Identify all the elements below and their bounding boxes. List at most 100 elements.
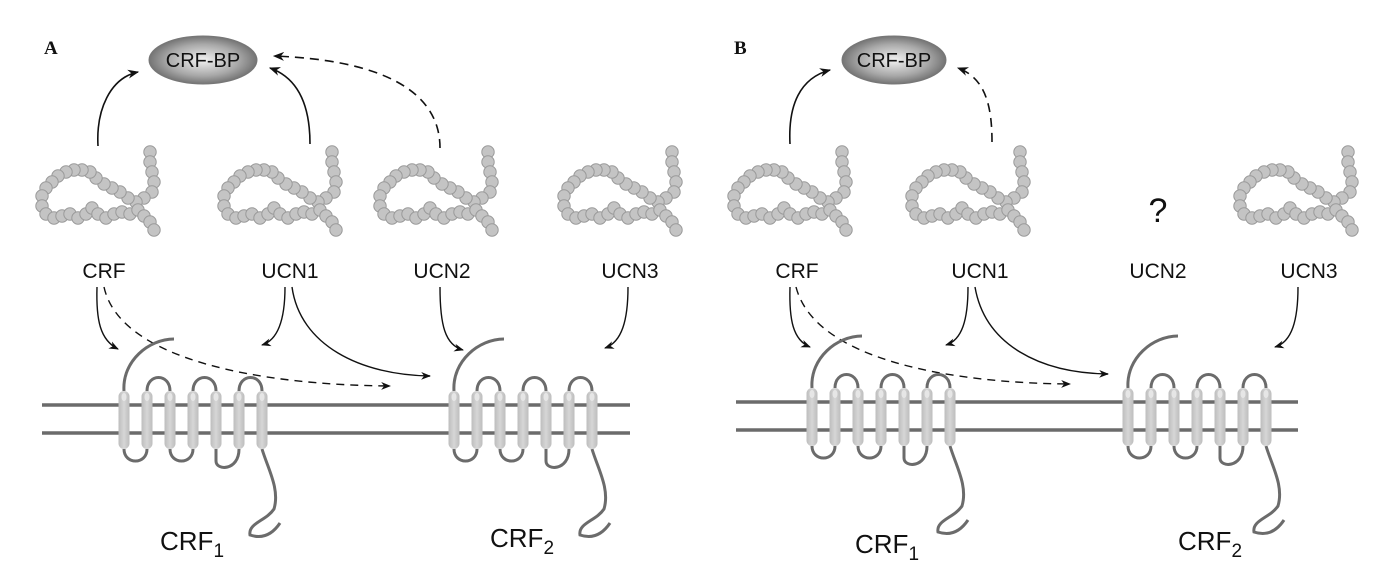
ligand-label-crf: CRF (775, 260, 818, 283)
receptor-loop (1172, 445, 1199, 460)
receptor-loop (1195, 373, 1222, 389)
receptor-loop (1218, 445, 1245, 466)
transmembrane-helix (944, 388, 956, 446)
arrow-ucn1-to-crf1 (945, 286, 969, 347)
receptor-n-terminus (452, 337, 505, 392)
transmembrane-helix (164, 391, 176, 449)
arrow-crf-to-bp (789, 68, 832, 145)
arrow-ucn1-to-bp (268, 67, 311, 145)
peptide-ucn3-a (557, 145, 683, 237)
helix-highlight (1240, 390, 1246, 398)
panel-label-a: A (44, 38, 58, 59)
peptide-bead (1345, 223, 1359, 237)
helix-highlight (832, 390, 838, 398)
ligand-label-ucn2: UCN2 (1129, 260, 1186, 283)
arrow-crf-to-crf1 (96, 286, 119, 350)
receptor-loop (145, 376, 172, 392)
receptor-loop (544, 448, 571, 469)
ligand-label-ucn3: UCN3 (1280, 260, 1337, 283)
arrow-ucn2-to-crf2 (439, 286, 464, 352)
receptor-loop (567, 376, 594, 392)
transmembrane-helix (141, 391, 153, 449)
receptor-loop (475, 376, 502, 392)
receptor-c-terminus (578, 448, 612, 538)
receptor-label-crf1: CRF1 (855, 529, 919, 565)
transmembrane-helix (1168, 388, 1180, 446)
transmembrane-helix (1214, 388, 1226, 446)
receptor-loop (1126, 445, 1153, 460)
receptor-c-terminus (248, 448, 282, 538)
transmembrane-helix (921, 388, 933, 446)
helix-highlight (1263, 390, 1269, 398)
receptor-c-terminus (936, 445, 970, 535)
peptide-bead (147, 223, 161, 237)
receptor-loop (452, 448, 479, 463)
receptor-loop (498, 448, 525, 463)
ligand-label-ucn2: UCN2 (413, 260, 470, 283)
receptor-loop (191, 376, 218, 392)
transmembrane-helix (1260, 388, 1272, 446)
peptide-bead (839, 223, 853, 237)
transmembrane-helix (517, 391, 529, 449)
helix-highlight (451, 393, 457, 401)
transmembrane-helix (187, 391, 199, 449)
arrow-ucn1-to-bp-dashed (956, 67, 993, 143)
helix-highlight (809, 390, 815, 398)
helix-highlight (589, 393, 595, 401)
receptor-label-crf2: CRF2 (1178, 526, 1242, 562)
helix-highlight (1125, 390, 1131, 398)
transmembrane-helix (1237, 388, 1249, 446)
ligand-label-ucn3: UCN3 (601, 260, 658, 283)
helix-highlight (520, 393, 526, 401)
receptor-crf2-b (1122, 334, 1286, 535)
ligand-label-ucn1: UCN1 (951, 260, 1008, 283)
helix-highlight (1194, 390, 1200, 398)
panel-b: B CRF-BP ? CRF UCN1 UCN2 UCN3 CRF1 CRF2 (727, 35, 1359, 565)
receptor-loop (925, 373, 952, 389)
receptor-loop (810, 445, 837, 460)
helix-highlight (121, 393, 127, 401)
helix-highlight (878, 390, 884, 398)
transmembrane-helix (233, 391, 245, 449)
transmembrane-helix (1191, 388, 1203, 446)
ligand-label-ucn1: UCN1 (261, 260, 318, 283)
receptor-n-terminus (122, 337, 175, 392)
receptor-crf2-a (448, 337, 612, 538)
arrow-ucn1-to-crf1 (261, 286, 286, 347)
receptor-loop (902, 445, 929, 466)
transmembrane-helix (806, 388, 818, 446)
transmembrane-helix (563, 391, 575, 449)
peptide-bead (329, 223, 343, 237)
panel-a: A CRF-BP CRF UCN1 UCN2 UCN3 CRF1 CRF2 (35, 35, 683, 562)
helix-highlight (543, 393, 549, 401)
arrow-crf-to-bp (97, 69, 140, 147)
receptor-loop (1241, 373, 1268, 389)
transmembrane-helix (829, 388, 841, 446)
peptide-ucn2-a (373, 145, 499, 237)
transmembrane-helix (586, 391, 598, 449)
receptor-loop (237, 376, 264, 392)
transmembrane-helix (875, 388, 887, 446)
peptide-bead (485, 223, 499, 237)
helix-highlight (144, 393, 150, 401)
transmembrane-helix (471, 391, 483, 449)
peptide-ucn1-b (905, 145, 1031, 237)
helix-highlight (1148, 390, 1154, 398)
ligand-label-crf: CRF (82, 260, 125, 283)
arrow-crf-to-crf2-dashed (103, 286, 391, 390)
peptide-ucn3-b (1233, 145, 1359, 237)
transmembrane-helix (852, 388, 864, 446)
helix-highlight (901, 390, 907, 398)
arrow-ucn3-to-crf2 (604, 286, 629, 349)
crf-bp-label: CRF-BP (166, 50, 240, 72)
receptor-loop (214, 448, 241, 469)
crf-bp-node-b: CRF-BP (841, 35, 947, 85)
peptide-bead (1017, 223, 1031, 237)
arrow-ucn3-to-crf2 (1274, 286, 1299, 349)
arrow-ucn2-to-bp-dashed (272, 51, 441, 149)
helix-highlight (566, 393, 572, 401)
crf-bp-label: CRF-BP (857, 50, 931, 72)
arrow-ucn1-to-crf2 (974, 286, 1109, 378)
receptor-c-terminus (1252, 445, 1286, 535)
